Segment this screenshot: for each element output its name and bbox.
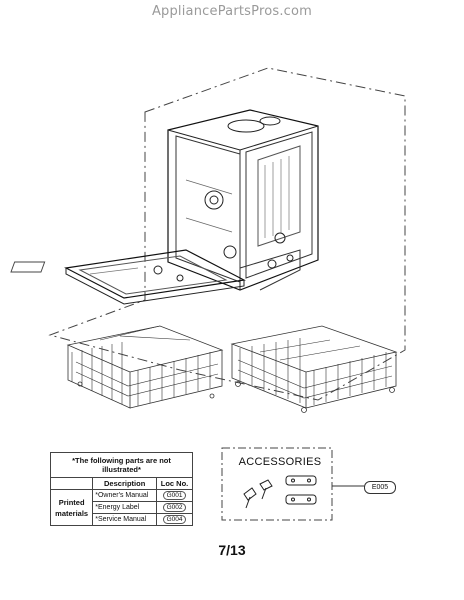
watermark: AppliancePartsPros.com <box>151 4 313 19</box>
group-label-line1: Printed <box>58 497 85 507</box>
accessories-title: ACCESSORIES <box>238 456 322 468</box>
table-header-blank <box>49 477 94 490</box>
bracket-icon <box>285 475 317 505</box>
table-row: *Service Manual G004 <box>51 513 193 526</box>
table-row: Printed materials *Owner's Manual G001 <box>49 489 193 526</box>
not-illustrated-parts-table: *The following parts are not illustrated… <box>49 452 193 526</box>
accessory-loc-code: E005 <box>364 481 396 494</box>
group-label: Printed materials <box>49 489 94 526</box>
assembly-boundary <box>48 67 406 401</box>
screw-icon <box>243 479 273 509</box>
upper-dish-rack <box>66 325 224 409</box>
table-header-loc: Loc No. <box>156 477 193 490</box>
group-label-line2: materials <box>55 508 89 518</box>
row-loc: G002 <box>156 501 193 514</box>
table-header-description: Description <box>92 477 158 490</box>
lower-dish-rack <box>230 325 398 413</box>
row-loc: G004 <box>156 513 193 526</box>
accessories-box <box>221 447 333 521</box>
dishwasher-door <box>10 249 246 305</box>
row-description: *Energy Label <box>92 501 158 514</box>
row-loc: G001 <box>156 489 193 502</box>
page-number: 7/13 <box>218 542 246 558</box>
row-description: *Service Manual <box>92 513 158 526</box>
row-description: *Owner's Manual <box>92 489 158 502</box>
table-caption: *The following parts are not illustrated… <box>50 452 193 478</box>
dishwasher-tub <box>167 109 319 291</box>
